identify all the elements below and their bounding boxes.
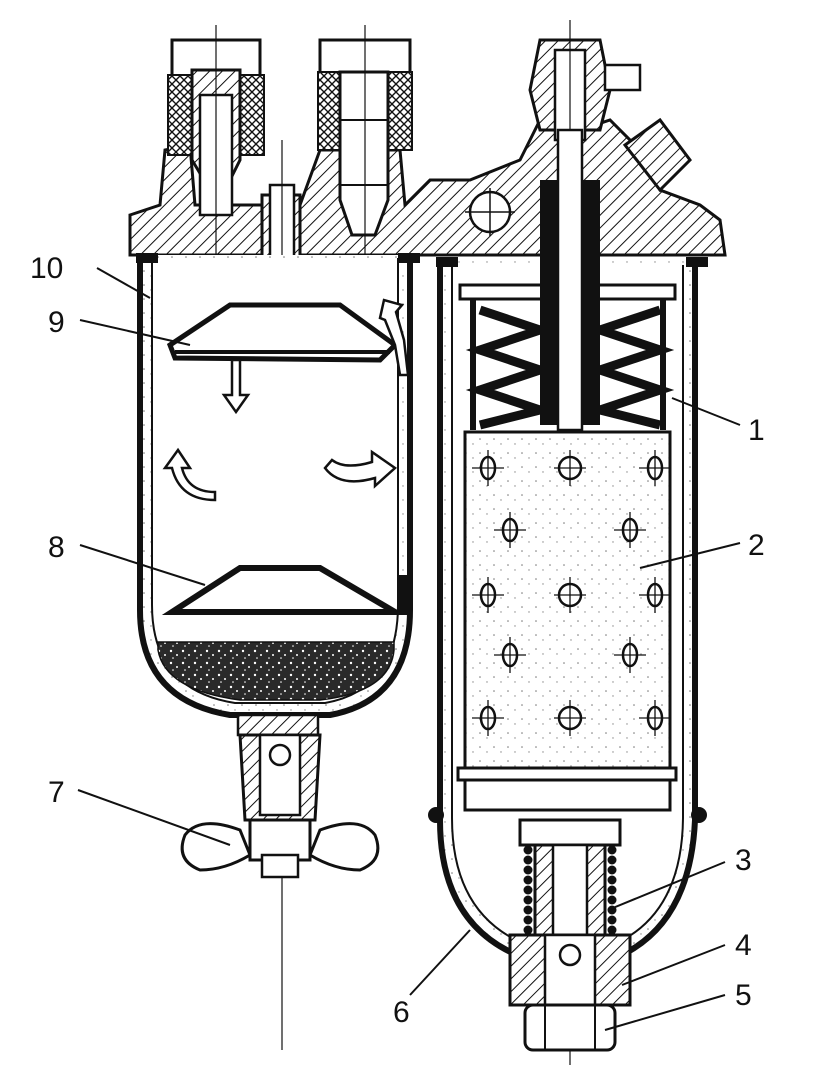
spring-coil bbox=[523, 875, 533, 885]
label-5: 5 bbox=[735, 979, 752, 1012]
spring-coil bbox=[607, 845, 617, 855]
arrow-down-icon bbox=[221, 358, 251, 415]
label-10: 10 bbox=[30, 252, 63, 285]
element-perforations bbox=[472, 450, 671, 736]
label-8: 8 bbox=[48, 531, 65, 564]
spring-coil bbox=[523, 905, 533, 915]
element-spring bbox=[458, 128, 677, 432]
spring-coil bbox=[523, 915, 533, 925]
flow-arrows bbox=[162, 298, 410, 502]
label-9: 9 bbox=[48, 306, 65, 339]
outlet-fitting bbox=[317, 25, 413, 265]
label-4: 4 bbox=[735, 929, 752, 962]
spring-coil bbox=[607, 885, 617, 895]
spring-coil bbox=[607, 925, 617, 935]
spring-coil bbox=[607, 865, 617, 875]
spring-coil bbox=[523, 885, 533, 895]
label-1: 1 bbox=[748, 414, 765, 447]
inlet-fitting bbox=[167, 25, 265, 265]
leader-lines bbox=[77, 267, 741, 1031]
label-6: 6 bbox=[393, 996, 410, 1029]
arrow-up-icon bbox=[378, 298, 410, 377]
sediment-layer bbox=[157, 641, 395, 701]
filter-element bbox=[456, 430, 678, 812]
spring-coil bbox=[607, 875, 617, 885]
swirl-right-icon bbox=[323, 449, 398, 489]
spring-coil bbox=[607, 855, 617, 865]
spring-coil bbox=[523, 925, 533, 935]
spring-coil bbox=[523, 895, 533, 905]
valve-spring-coils bbox=[523, 845, 617, 935]
label-7: 7 bbox=[48, 776, 65, 809]
swirl-left-icon bbox=[162, 447, 217, 502]
label-2: 2 bbox=[748, 529, 765, 562]
spring-coil bbox=[523, 845, 533, 855]
spring-coil bbox=[607, 895, 617, 905]
lower-baffle bbox=[161, 565, 407, 615]
spring-coil bbox=[607, 915, 617, 925]
label-3: 3 bbox=[735, 844, 752, 877]
spring-coil bbox=[523, 855, 533, 865]
spring-coil bbox=[523, 865, 533, 875]
drain-plug bbox=[523, 1003, 617, 1052]
drain-wing-nut bbox=[180, 713, 380, 879]
